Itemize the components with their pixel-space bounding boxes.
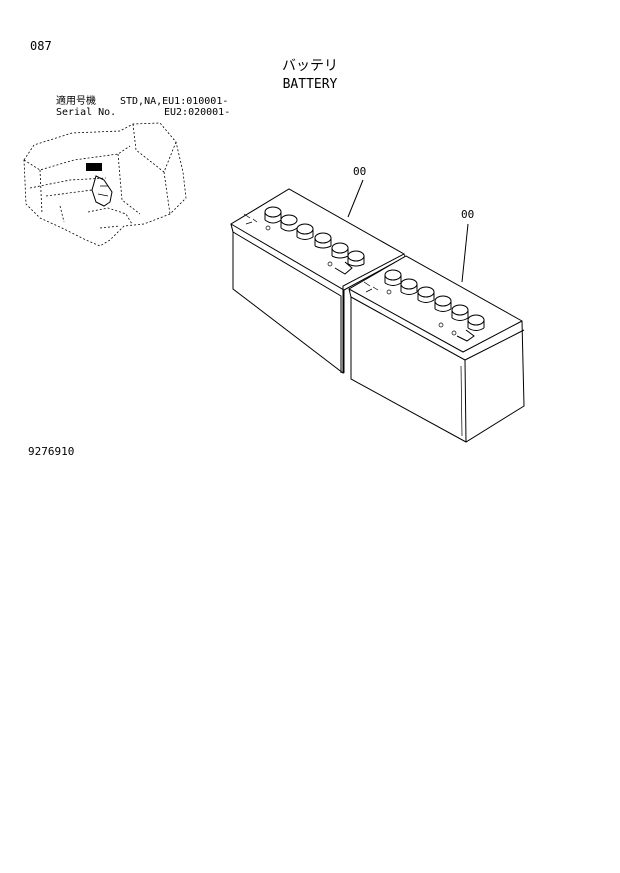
callout-leader-2 bbox=[461, 223, 469, 283]
excavator-locator-illustration bbox=[23, 122, 187, 247]
battery-front bbox=[348, 255, 525, 443]
callout-leader-1 bbox=[347, 179, 364, 218]
serial-range-std: STD,NA,EU1:010001- bbox=[120, 96, 229, 107]
serial-label: Serial No. bbox=[56, 107, 117, 118]
serial-range-eu2: EU2:020001- bbox=[164, 107, 231, 118]
drawing-number: 9276910 bbox=[28, 445, 75, 458]
battery-rear bbox=[230, 188, 406, 375]
callout-label-battery-rear: 00 bbox=[353, 165, 367, 178]
page-number: 087 bbox=[30, 39, 52, 53]
page-title-japanese: バッテリ bbox=[282, 58, 338, 74]
serial-label-japanese: 適用号機 bbox=[56, 96, 96, 107]
page-title: BATTERY bbox=[282, 77, 338, 92]
callout-label-battery-front: 00 bbox=[461, 208, 475, 221]
